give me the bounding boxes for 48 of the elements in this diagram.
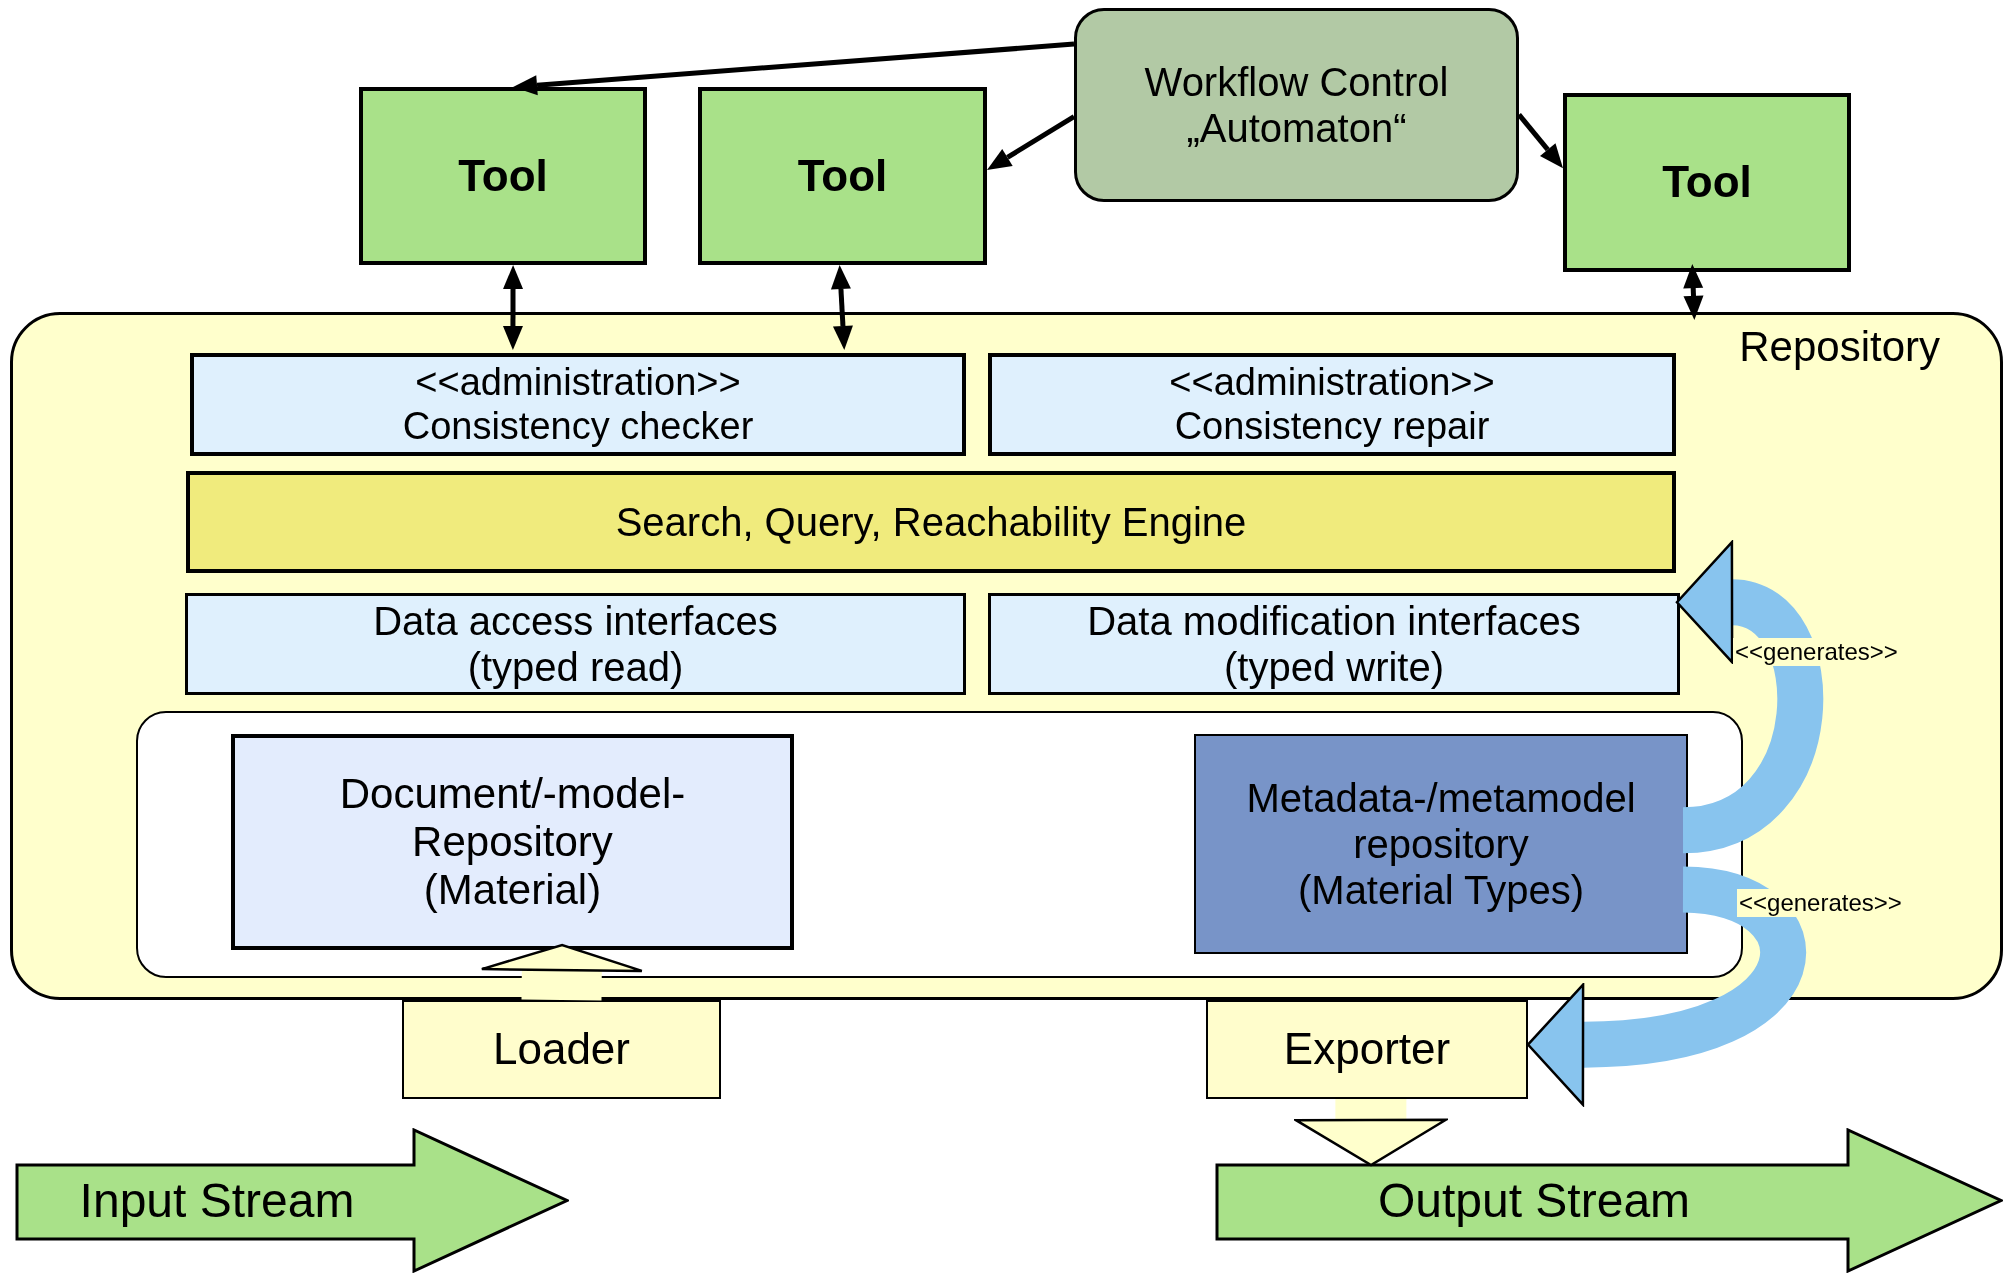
node-label: Metadata-/metamodel repository [1245,775,1637,867]
node-label: <<administration>> [415,360,741,405]
edge-label: <<generates>> [1737,889,1904,917]
component-box [190,353,966,456]
control-box [1074,8,1519,202]
arrow [513,41,1075,96]
arrow [1517,113,1563,169]
block-arrow [1294,1098,1448,1167]
node-label: Input Stream [79,1172,355,1229]
tool-box [359,87,647,265]
node-label: Data access interfaces [373,598,778,644]
node-label: Document/-model- Repository [338,769,687,867]
tool-label: Tool [1662,157,1752,208]
edge-label: <<generates>> [1733,638,1900,666]
arrow [1683,264,1704,320]
node-label: (Material) [423,866,602,915]
node-label: Output Stream [1377,1172,1691,1229]
loader-box [402,1000,721,1099]
arrow [830,265,853,350]
arrow [987,114,1076,170]
component-box [988,353,1676,456]
node-label: Workflow Control „Automaton“ [1143,59,1450,151]
engine-bar [186,471,1676,573]
exporter-box [1206,1000,1528,1099]
tool-label: Tool [458,150,548,202]
arrow [502,265,524,350]
node-label: Search, Query, Reachability Engine [615,499,1247,545]
node-label: Consistency repair [1174,404,1490,449]
block-arrow [480,943,644,1001]
node-label: Data modification interfaces [1087,598,1581,644]
interface-box [988,593,1680,695]
tool-box [698,87,987,265]
node-label: Consistency checker [402,404,754,449]
node-label: Exporter [1283,1024,1451,1075]
node-label: (Material Types) [1298,867,1584,913]
repository-box [231,734,794,950]
repository-box [1194,734,1688,954]
stream-arrow [15,1128,569,1273]
container-box [10,312,2003,1000]
tool-label: Tool [797,150,888,202]
node-label: (typed read) [467,644,684,690]
tool-box [1563,93,1851,272]
node-label: Loader [493,1024,630,1075]
container-title: Repository [1739,323,1940,372]
node-label: (typed write) [1223,644,1445,690]
interface-box [185,593,966,695]
stream-arrow [1215,1128,2003,1273]
node-label: <<administration>> [1169,360,1495,405]
